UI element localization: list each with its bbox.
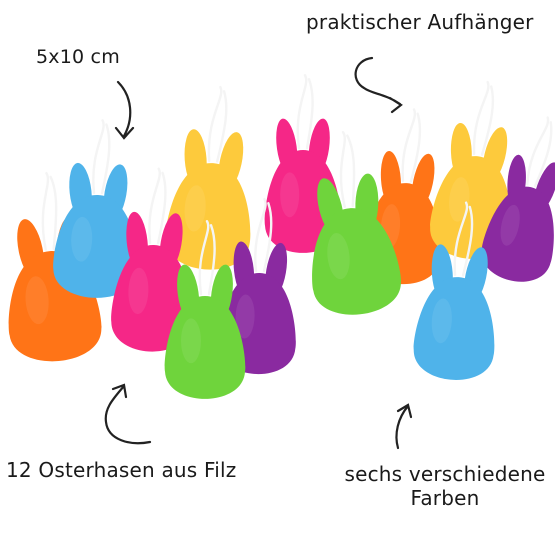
curved-arrow-icon — [114, 80, 135, 140]
felt-bunny-blue-right — [413, 201, 495, 380]
bunny-body — [165, 163, 251, 270]
felt-bunnies-group — [8, 74, 555, 399]
bunny-body — [413, 277, 495, 380]
size-label: 5x10 cm — [36, 46, 120, 68]
hanging-string — [296, 74, 314, 150]
curved-arrow-icon — [104, 383, 152, 445]
hanger-label: praktischer Aufhänger — [306, 10, 534, 34]
bunny-highlight — [500, 204, 520, 246]
hanging-string — [207, 85, 228, 163]
felt-bunny-green-mid — [312, 130, 401, 315]
hanging-string — [453, 201, 474, 277]
hanging-string — [41, 171, 58, 251]
curved-arrow-icon — [354, 56, 403, 114]
bunny-body — [111, 245, 192, 352]
felt-bunny-purple-right — [481, 116, 555, 282]
count-label: 12 Osterhasen aus Filz — [6, 458, 237, 482]
bunny-highlight — [184, 185, 206, 232]
colors-label-line1: sechs verschiedene — [344, 462, 546, 486]
bunny-body — [481, 186, 554, 282]
bunny-body — [264, 150, 342, 253]
bunny-body — [53, 195, 138, 298]
bunny-highlight — [128, 267, 149, 315]
colors-label-line2: Farben — [410, 486, 480, 510]
hanging-string — [254, 197, 273, 273]
hanging-string — [198, 220, 216, 296]
bunny-highlight — [280, 172, 300, 218]
bunny-highlight — [25, 276, 49, 325]
felt-bunny-pink-top — [264, 74, 342, 253]
bunny-highlight — [431, 298, 452, 344]
bunny-highlight — [181, 318, 201, 364]
felt-bunny-green-front — [164, 220, 246, 399]
hanging-string — [526, 116, 553, 188]
bunny-body — [164, 296, 246, 399]
hanging-string — [148, 167, 167, 245]
hanging-string — [472, 80, 495, 156]
bunny-highlight — [71, 216, 93, 262]
arrows-group — [104, 56, 413, 450]
bunny-highlight — [327, 232, 350, 280]
felt-bunny-pink-mid — [111, 167, 192, 352]
felt-bunny-blue-left — [53, 119, 138, 298]
colors-label: sechs verschiedene Farben — [338, 462, 552, 510]
bunny-highlight — [235, 294, 255, 339]
hanging-string — [92, 119, 111, 195]
curved-arrow-icon — [395, 403, 413, 450]
hanging-string — [401, 108, 422, 183]
bunny-body — [312, 208, 401, 315]
felt-bunny-yellow-mid — [165, 85, 251, 270]
felt-bunny-yellow-right — [430, 80, 511, 259]
hanging-string — [339, 130, 356, 208]
bunny-highlight — [449, 177, 470, 222]
